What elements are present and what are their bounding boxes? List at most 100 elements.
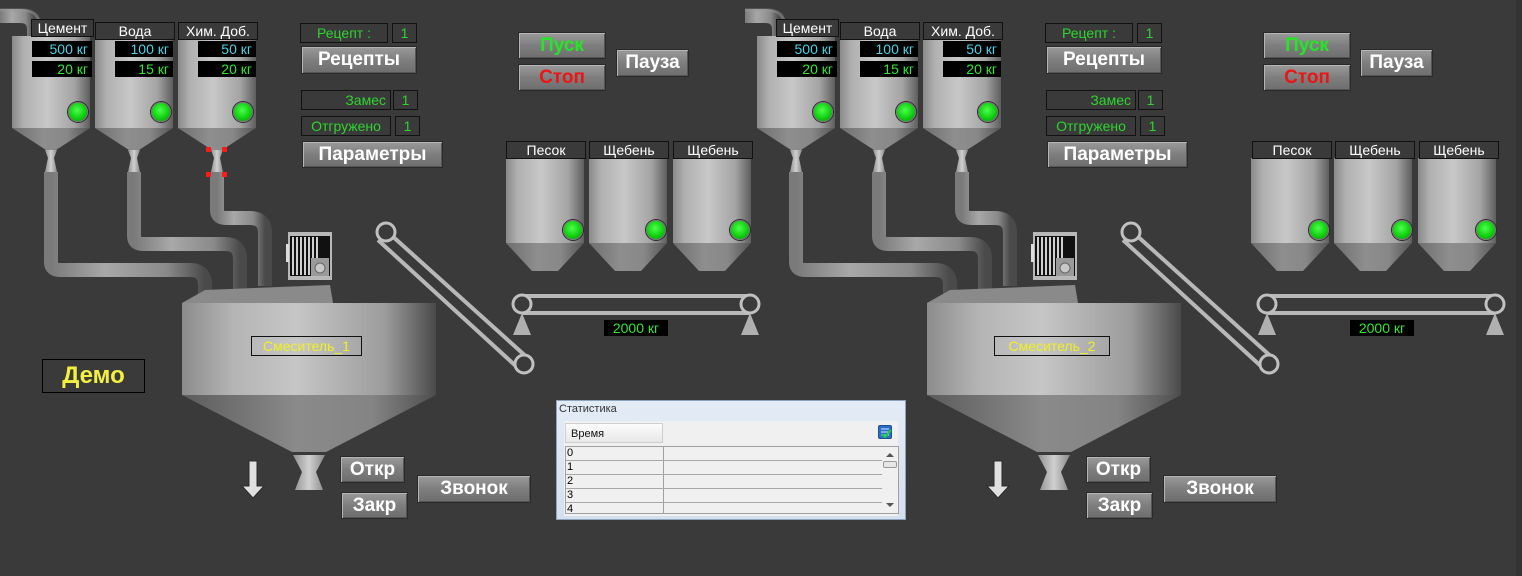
start-button[interactable]: Пуск xyxy=(518,32,606,59)
doser-valve xyxy=(128,150,140,172)
doser-setpoint-cement: 500 кг xyxy=(777,41,837,57)
aggregate-label-sand: Песок xyxy=(1252,141,1332,159)
motor-plate xyxy=(286,244,289,262)
doser-setpoint-additive: 50 кг xyxy=(943,41,1001,57)
conveyor-support-right xyxy=(741,313,759,335)
doser-actual-cement: 20 кг xyxy=(32,61,92,77)
mixer-outlet xyxy=(1038,455,1070,490)
close-gate-button[interactable]: Закр xyxy=(1086,492,1153,519)
discharge-arrow-icon xyxy=(985,460,1011,499)
doser-label-cement: Цемент xyxy=(776,19,839,37)
status-lamp-sand xyxy=(563,220,583,240)
statistics-panel: Время 0 1 2 3 4 xyxy=(564,421,899,516)
row-index: 1 xyxy=(566,461,664,474)
scroll-down-icon[interactable] xyxy=(886,503,894,507)
conveyor-pulley-right xyxy=(1484,293,1506,315)
additive-pipe xyxy=(955,172,1017,286)
open-gate-button[interactable]: Откр xyxy=(1086,456,1151,483)
table-row[interactable]: 1 xyxy=(566,461,898,475)
open-gate-button[interactable]: Откр xyxy=(340,456,405,483)
table-row[interactable]: 0 xyxy=(566,447,898,461)
conveyor-pulley-left xyxy=(1256,293,1278,315)
table-row[interactable]: 4 xyxy=(566,503,898,513)
doser-actual-water: 15 кг xyxy=(115,61,173,77)
parameters-button[interactable]: Параметры xyxy=(1047,141,1188,168)
recipes-button[interactable]: Рецепты xyxy=(301,46,417,74)
status-lamp-cement xyxy=(68,102,88,122)
doser-silo-cone xyxy=(12,128,90,150)
incline-pulley-bottom xyxy=(513,353,535,375)
status-lamp-cement xyxy=(813,102,833,122)
motor-fin xyxy=(1045,237,1047,275)
stop-button[interactable]: Стоп xyxy=(1263,64,1351,91)
statistics-title: Статистика xyxy=(559,403,617,415)
close-gate-button[interactable]: Закр xyxy=(341,492,408,519)
start-button[interactable]: Пуск xyxy=(1263,32,1351,59)
motor-fin xyxy=(308,237,310,275)
doser-actual-additive: 20 кг xyxy=(943,61,1001,77)
parameters-button[interactable]: Параметры xyxy=(302,141,443,168)
aggregate-bin-cone xyxy=(506,243,584,271)
aggregate-label-gravel-2: Щебень xyxy=(1419,141,1499,159)
column-header-time[interactable]: Время xyxy=(565,423,663,443)
bell-button[interactable]: Звонок xyxy=(1163,475,1277,503)
table-row[interactable]: 3 xyxy=(566,489,898,503)
mixer-lid xyxy=(182,285,333,303)
status-lamp-sand xyxy=(1309,220,1329,240)
doser-label-cement: Цемент xyxy=(31,19,94,37)
shipped-value: 1 xyxy=(1140,116,1165,136)
shipped-value: 1 xyxy=(395,116,420,136)
motor-fin xyxy=(1049,237,1051,275)
bell-button[interactable]: Звонок xyxy=(417,475,531,503)
status-lamp-gravel-1 xyxy=(646,220,666,240)
doser-valve xyxy=(956,150,968,172)
status-lamp-water xyxy=(896,102,916,122)
recipes-button[interactable]: Рецепты xyxy=(1046,46,1162,74)
doser-silo-cone xyxy=(840,128,918,150)
selection-handle xyxy=(206,147,211,152)
scroll-up-icon[interactable] xyxy=(886,453,894,457)
scroll-thumb[interactable] xyxy=(883,461,897,468)
selection-handle xyxy=(222,172,227,177)
shipped-label: Отгружено xyxy=(301,116,391,136)
aggregate-bin-cone xyxy=(1418,243,1496,271)
mixer-cone xyxy=(182,395,436,452)
vertical-scrollbar[interactable] xyxy=(882,447,898,513)
doser-setpoint-cement: 500 кг xyxy=(32,41,92,57)
doser-label-water: Вода xyxy=(95,22,175,40)
doser-label-water: Вода xyxy=(840,22,920,40)
doser-actual-additive: 20 кг xyxy=(198,61,256,77)
conveyor-support-left xyxy=(513,313,531,335)
doser-valve xyxy=(873,150,885,172)
status-lamp-additive xyxy=(233,102,253,122)
batch-label: Замес xyxy=(301,90,391,110)
status-lamp-gravel-1 xyxy=(1392,220,1412,240)
discharge-arrow-icon xyxy=(240,460,266,499)
pause-button[interactable]: Пауза xyxy=(616,49,689,77)
doser-valve xyxy=(211,150,223,172)
mixer-name: Смеситель_2 xyxy=(994,336,1110,356)
aggregate-bin-cone xyxy=(673,243,751,271)
aggregate-label-gravel-1: Щебень xyxy=(1335,141,1415,159)
incline-belt-top xyxy=(378,223,532,362)
inlet-pipe xyxy=(0,9,41,36)
doser-setpoint-water: 100 кг xyxy=(115,41,173,57)
mixer-body xyxy=(182,303,436,395)
cement-pipe xyxy=(44,172,212,300)
additive-pipe xyxy=(210,172,272,286)
incline-belt-top xyxy=(1123,223,1277,362)
motor-fin xyxy=(316,237,318,275)
aggregate-bin-cone xyxy=(1334,243,1412,271)
pause-button[interactable]: Пауза xyxy=(1360,49,1433,77)
row-index: 0 xyxy=(566,447,664,460)
incline-belt-bottom xyxy=(376,238,520,370)
table-row[interactable]: 2 xyxy=(566,475,898,489)
cement-pipe xyxy=(789,172,957,300)
motor-shaft xyxy=(314,262,326,274)
doser-setpoint-water: 100 кг xyxy=(860,41,918,57)
status-lamp-gravel-2 xyxy=(730,220,750,240)
motor-fin xyxy=(312,237,314,275)
export-check-icon[interactable] xyxy=(878,425,892,439)
stop-button[interactable]: Стоп xyxy=(518,64,606,91)
inlet-pipe xyxy=(745,9,786,36)
